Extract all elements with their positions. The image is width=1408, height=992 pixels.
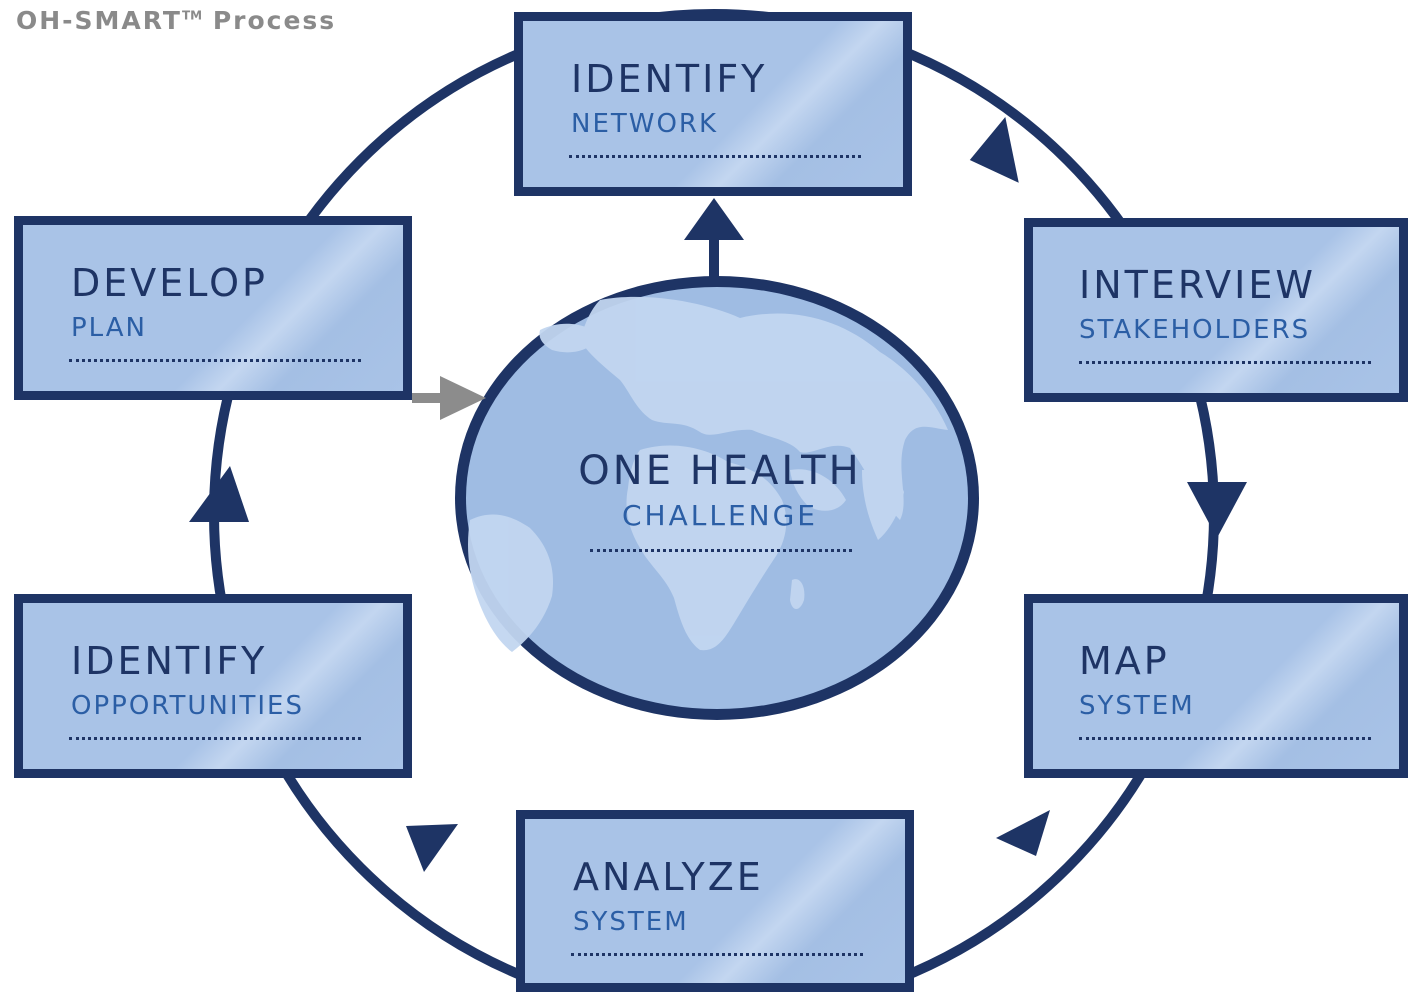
step-interview-stakeholders: INTERVIEW STAKEHOLDERS — [1024, 218, 1408, 402]
title-text: OH-SMART — [16, 6, 182, 35]
page-title: OH-SMARTTM Process — [16, 6, 336, 35]
step-noun: STAKEHOLDERS — [1079, 315, 1311, 345]
step-verb: MAP — [1079, 639, 1170, 683]
arrow-stakeholders-to-map-icon — [1187, 482, 1247, 538]
center-verb: ONE HEALTH — [578, 448, 862, 494]
step-analyze-system: ANALYZE SYSTEM — [516, 810, 914, 992]
step-identify-network: IDENTIFY NETWORK — [514, 12, 912, 196]
arrow-map-to-analyze-icon — [996, 810, 1050, 856]
center-noun: CHALLENGE — [622, 499, 818, 532]
step-verb: DEVELOP — [71, 261, 268, 305]
step-noun: SYSTEM — [1079, 691, 1195, 721]
dotted-rule — [569, 155, 861, 158]
arrow-plan-to-globe-icon — [440, 376, 486, 420]
continents — [468, 296, 948, 652]
step-noun: NETWORK — [571, 109, 719, 139]
title-suffix: Process — [212, 6, 337, 35]
dotted-rule — [571, 953, 863, 956]
dotted-rule — [1079, 361, 1371, 364]
arrow-network-to-stakeholders-icon — [969, 116, 1019, 183]
step-noun: PLAN — [71, 313, 147, 343]
center-dotted-rule — [590, 549, 852, 552]
arrow-analyze-to-opportunities-icon — [406, 824, 458, 872]
globe — [455, 276, 979, 720]
step-noun: SYSTEM — [573, 907, 689, 937]
step-develop-plan: DEVELOP PLAN — [14, 216, 412, 400]
dotted-rule — [1079, 737, 1371, 740]
step-verb: IDENTIFY — [571, 57, 768, 101]
arrow-opportunities-to-plan-icon — [189, 466, 249, 522]
arrow-up-to-network-icon — [684, 198, 744, 240]
trademark-mark: TM — [181, 8, 203, 23]
step-identify-opportunities: IDENTIFY OPPORTUNITIES — [14, 594, 412, 778]
step-map-system: MAP SYSTEM — [1024, 594, 1408, 778]
step-verb: INTERVIEW — [1079, 263, 1316, 307]
step-noun: OPPORTUNITIES — [71, 691, 304, 721]
step-verb: ANALYZE — [573, 855, 764, 899]
dotted-rule — [69, 359, 361, 362]
dotted-rule — [69, 737, 361, 740]
step-verb: IDENTIFY — [71, 639, 268, 683]
